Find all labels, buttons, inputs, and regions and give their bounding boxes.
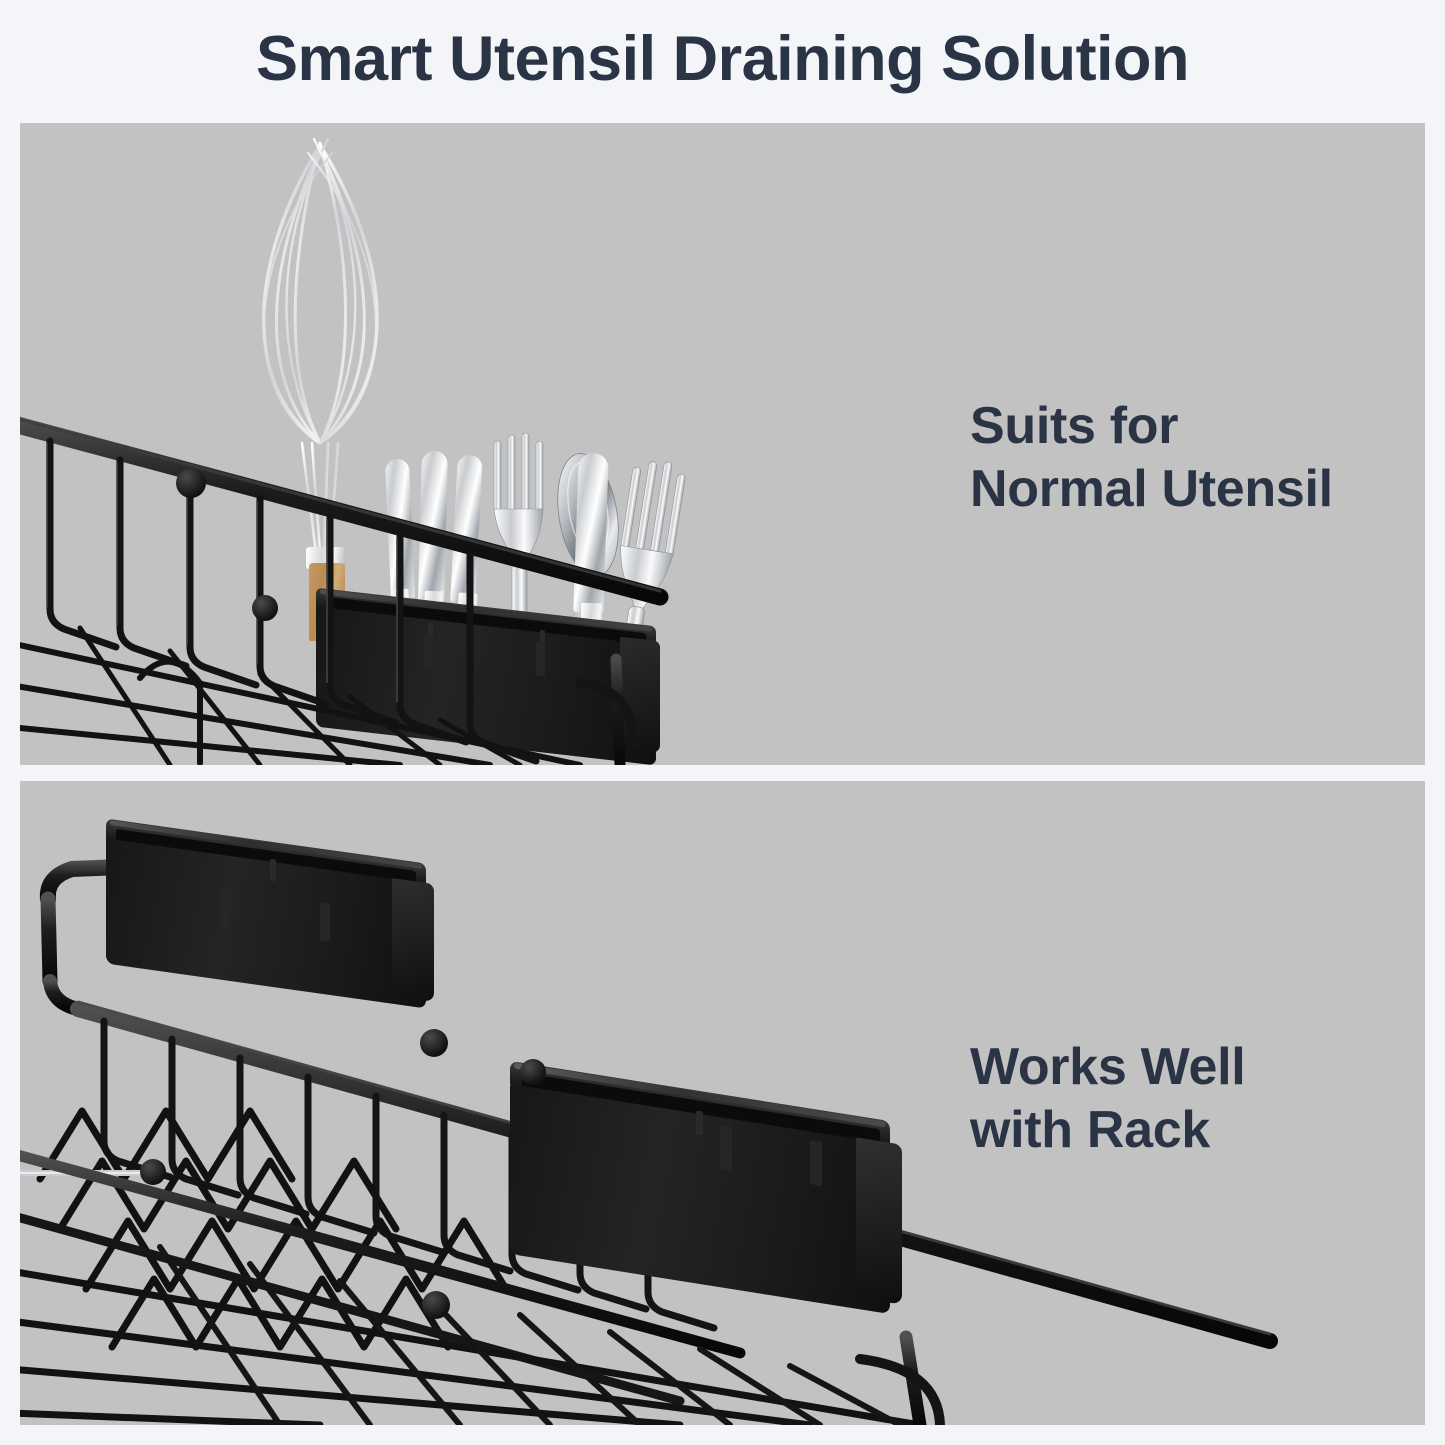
lower-caddy-divider	[696, 1110, 703, 1136]
lower-caddy-end-cap	[856, 1137, 902, 1305]
lower-caddy-rib-1	[720, 1125, 732, 1171]
panel-suits-for-normal-utensil: Suits for Normal Utensil	[20, 123, 1425, 765]
rail-knob-1	[176, 468, 206, 498]
rail-knob-2	[252, 595, 278, 621]
upper-caddy-rib-1	[220, 888, 230, 928]
upper-caddy-rib-2	[320, 902, 330, 942]
panel-works-well-with-rack: Works Well with Rack	[20, 781, 1425, 1425]
caddy-end-cap	[620, 636, 660, 754]
upper-caddy-divider	[270, 858, 276, 882]
rail-knob-p2-5	[140, 1159, 166, 1185]
panel-1-caption: Suits for Normal Utensil	[970, 397, 1333, 519]
page-title: Smart Utensil Draining Solution	[255, 24, 1190, 94]
upper-caddy-end-cap	[392, 878, 434, 1002]
lower-caddy-rib-2	[810, 1140, 822, 1186]
rail-knob-p2-4	[422, 1291, 450, 1319]
panel-2-caption: Works Well with Rack	[970, 1038, 1246, 1160]
rail-knob-p2-3	[520, 1059, 546, 1085]
rail-knob-p2-2	[420, 1029, 448, 1057]
